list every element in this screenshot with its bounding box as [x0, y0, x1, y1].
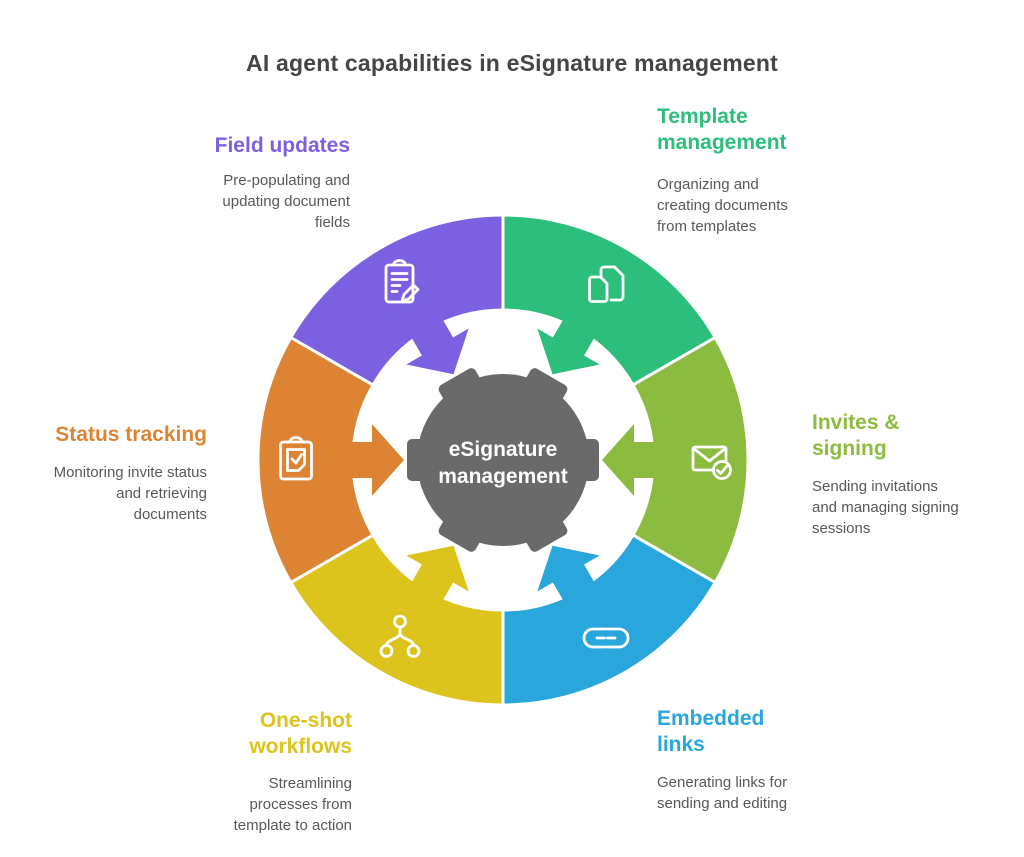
description-embedded-links: Generating links for sending and editing: [657, 774, 788, 812]
center-hub-line2: management: [438, 465, 568, 488]
center-hub-line1: eSignature: [448, 438, 558, 461]
clipboard-pencil-icon: [384, 259, 420, 304]
center-hub-label: eSignature management: [393, 436, 613, 490]
label-field-updates: Field updates Pre-populating and updatin…: [150, 133, 350, 233]
description-field-updates: Pre-populating and updating document fie…: [222, 172, 350, 231]
center-hub-circle: [417, 374, 589, 546]
capability-wheel: [255, 212, 751, 708]
envelope-check-icon: [691, 445, 732, 480]
label-template-management: Template management Organizing and creat…: [657, 104, 805, 237]
arrow-embedded-links: [537, 545, 609, 625]
label-invites-signing: Invites & signing Sending invitations an…: [812, 410, 959, 539]
arrow-status-tracking: [324, 424, 404, 496]
description-template-management: Organizing and creating documents from t…: [657, 176, 788, 235]
arrow-template-management: [537, 295, 609, 375]
heading-field-updates: Field updates: [214, 134, 350, 157]
arrow-invites-signing: [602, 424, 682, 496]
heading-invites-signing: Invites & signing: [812, 411, 900, 460]
description-invites-signing: Sending invitations and managing signing…: [812, 478, 959, 537]
workflow-tree-icon: [379, 614, 421, 658]
heading-status-tracking: Status tracking: [55, 423, 207, 446]
description-one-shot-workflows: Streamlining processes from template to …: [233, 775, 352, 834]
clipboard-check-icon: [279, 436, 313, 481]
arrow-one-shot-workflows: [397, 545, 469, 625]
heading-template-management: Template management: [657, 105, 787, 154]
heading-embedded-links: Embedded links: [657, 707, 765, 756]
arrow-field-updates: [397, 295, 469, 375]
link-icon: [582, 627, 630, 649]
description-status-tracking: Monitoring invite status and retrieving …: [53, 464, 207, 523]
label-embedded-links: Embedded links Generating links for send…: [657, 706, 789, 814]
documents-icon: [588, 265, 625, 303]
label-status-tracking: Status tracking Monitoring invite status…: [7, 422, 207, 525]
page-title: AI agent capabilities in eSignature mana…: [246, 50, 778, 76]
label-one-shot-workflows: One-shot workflows Streamlining processe…: [217, 708, 352, 836]
heading-one-shot-workflows: One-shot workflows: [249, 709, 352, 758]
segment-field-updates: [288, 213, 505, 388]
wheel-svg: [256, 213, 750, 707]
